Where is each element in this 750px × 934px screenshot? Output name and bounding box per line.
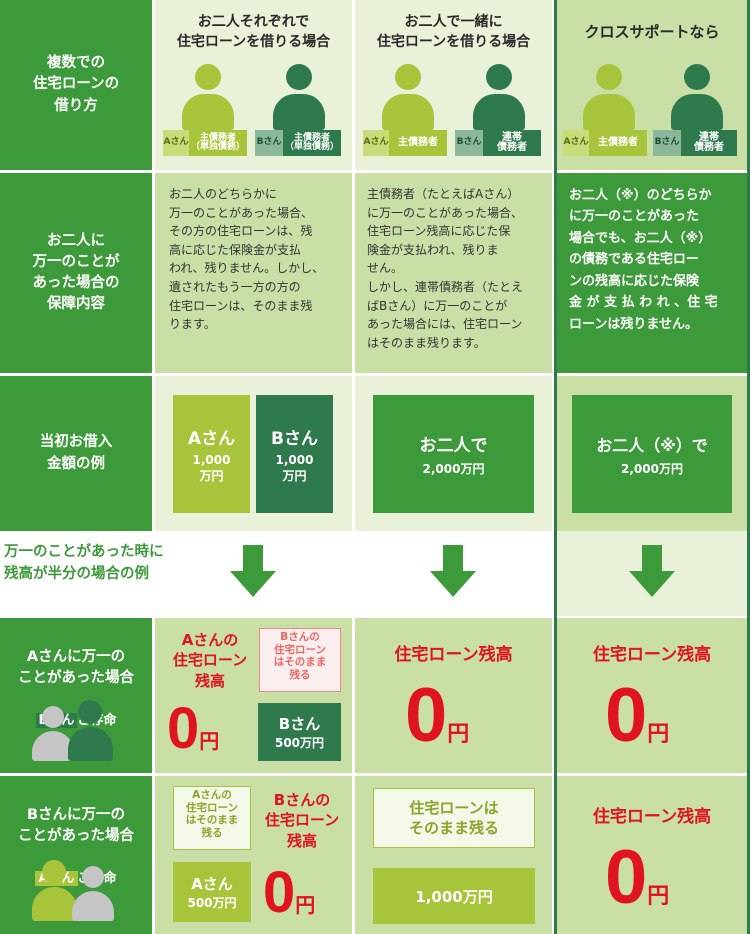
col2-tag-a: Aさん 主債務者 <box>363 130 447 156</box>
col1-case-a-label: Aさんの 住宅ローン 残高 <box>172 631 248 690</box>
col3-case-a-cell: 住宅ローン残高 0円 <box>557 618 747 773</box>
col1-case-a-box: Bさん 500万円 <box>258 703 341 761</box>
col3-case-b-label: 住宅ローン残高 <box>592 807 712 827</box>
col2-coverage-text: 主債務者（たとえばAさん） に万一のことがあった場合、 住宅ローン残高に応じた保… <box>367 187 524 350</box>
row-label-coverage: お二人に 万一のことが あった場合の 保障内容 <box>0 173 152 373</box>
col3-case-a-zero: 0円 <box>605 673 670 758</box>
col2-method-cell: お二人で一緒に 住宅ローンを借りる場合 Aさん 主債務者 Bさん 連帯 債務者 <box>355 0 552 170</box>
col2-case-a-zero: 0円 <box>405 673 470 758</box>
col1-case-b-cell: Aさんの 住宅ローン はそのまま 残る Bさんの 住宅ローン 残高 Aさん 50… <box>155 776 352 934</box>
col3-tag-a: Aさん 主債務者 <box>563 130 647 156</box>
col2-case-a-cell: 住宅ローン残高 0円 <box>355 618 552 773</box>
col2-initial-cell: お二人で 2,000万円 <box>355 376 552 531</box>
example-title: 万一のことがあった時に 残高が半分の場合の例 <box>4 544 164 583</box>
col3-case-b-zero: 0円 <box>605 835 670 920</box>
col3-header: クロスサポートなら <box>584 23 720 41</box>
col3-case-b-cell: 住宅ローン残高 0円 <box>557 776 747 934</box>
col1-method-cell: お二人それぞれで 住宅ローンを借りる場合 Aさん 主債務者 （単独債務） Bさん… <box>155 0 352 170</box>
col1-case-b-box: Aさん 500万円 <box>173 862 251 922</box>
arrow-down-icon <box>230 545 276 597</box>
row-label-method: 複数での 住宅ローンの 借り方 <box>0 0 152 170</box>
col1-case-a-cell: Aさんの 住宅ローン 残高 0円 Bさんの 住宅ローン はそのまま 残る Bさん… <box>155 618 352 773</box>
col2-coverage-cell: 主債務者（たとえばAさん） に万一のことがあった場合、 住宅ローン残高に応じた保… <box>355 173 552 373</box>
col1-case-b-note: Aさんの 住宅ローン はそのまま 残る <box>173 786 251 850</box>
col3-case-a-label: 住宅ローン残高 <box>592 645 712 665</box>
col1-amount-b: Bさん 1,000 万円 <box>256 395 333 513</box>
col3-amount: お二人（※）で 2,000万円 <box>572 395 732 513</box>
col2-case-a-label: 住宅ローン残高 <box>394 645 513 665</box>
col2-tag-b: Bさん 連帯 債務者 <box>455 130 541 156</box>
col1-tag-a: Aさん 主債務者 （単独債務） <box>163 130 247 156</box>
col2-amount: お二人で 2,000万円 <box>373 395 534 513</box>
col3-method-cell: クロスサポートなら Aさん 主債務者 Bさん 連帯 債務者 <box>557 0 747 170</box>
arrow-down-icon <box>629 545 675 597</box>
col1-initial-cell: Aさん 1,000 万円 Bさん 1,000 万円 <box>155 376 352 531</box>
row-label-initial: 当初お借入 金額の例 <box>0 376 152 531</box>
col1-header: お二人それぞれで 住宅ローンを借りる場合 <box>176 14 331 51</box>
row-label-case-a: Aさんに万一の ことがあった場合 Bさんご存命 <box>0 618 152 773</box>
arrow-down-icon <box>430 545 476 597</box>
col3-coverage-text: お二人（※）のどちらか に万一のことがあった 場合でも、お二人（※） の債務であ… <box>569 188 718 332</box>
col3-coverage-cell: お二人（※）のどちらか に万一のことがあった 場合でも、お二人（※） の債務であ… <box>557 173 747 373</box>
col1-case-a-note: Bさんの 住宅ローン はそのまま 残る <box>259 628 341 692</box>
col1-coverage-cell: お二人のどちらかに 万一のことがあった場合、 その方の住宅ローンは、残 高に応じ… <box>155 173 352 373</box>
col2-case-b-note: 住宅ローンは そのまま残る <box>373 788 535 848</box>
col3-tag-b: Bさん 連帯 債務者 <box>653 130 737 156</box>
col2-header: お二人で一緒に 住宅ローンを借りる場合 <box>376 14 531 51</box>
col1-tag-b: Bさん 主債務者 （単独債務） <box>255 130 341 156</box>
col3-initial-cell: お二人（※）で 2,000万円 <box>557 376 747 531</box>
col1-case-b-label: Bさんの 住宅ローン 残高 <box>264 791 340 850</box>
col1-case-b-zero: 0円 <box>263 860 316 925</box>
col2-case-b-cell: 住宅ローンは そのまま残る 1,000万円 <box>355 776 552 934</box>
col1-amount-a: Aさん 1,000 万円 <box>173 395 250 513</box>
col2-case-b-box: 1,000万円 <box>373 868 535 924</box>
row-label-case-b: Bさんに万一の ことがあった場合 Aさんご存命 <box>0 776 152 934</box>
col1-coverage-text: お二人のどちらかに 万一のことがあった場合、 その方の住宅ローンは、残 高に応じ… <box>169 187 325 332</box>
col1-case-a-zero: 0円 <box>167 696 220 761</box>
